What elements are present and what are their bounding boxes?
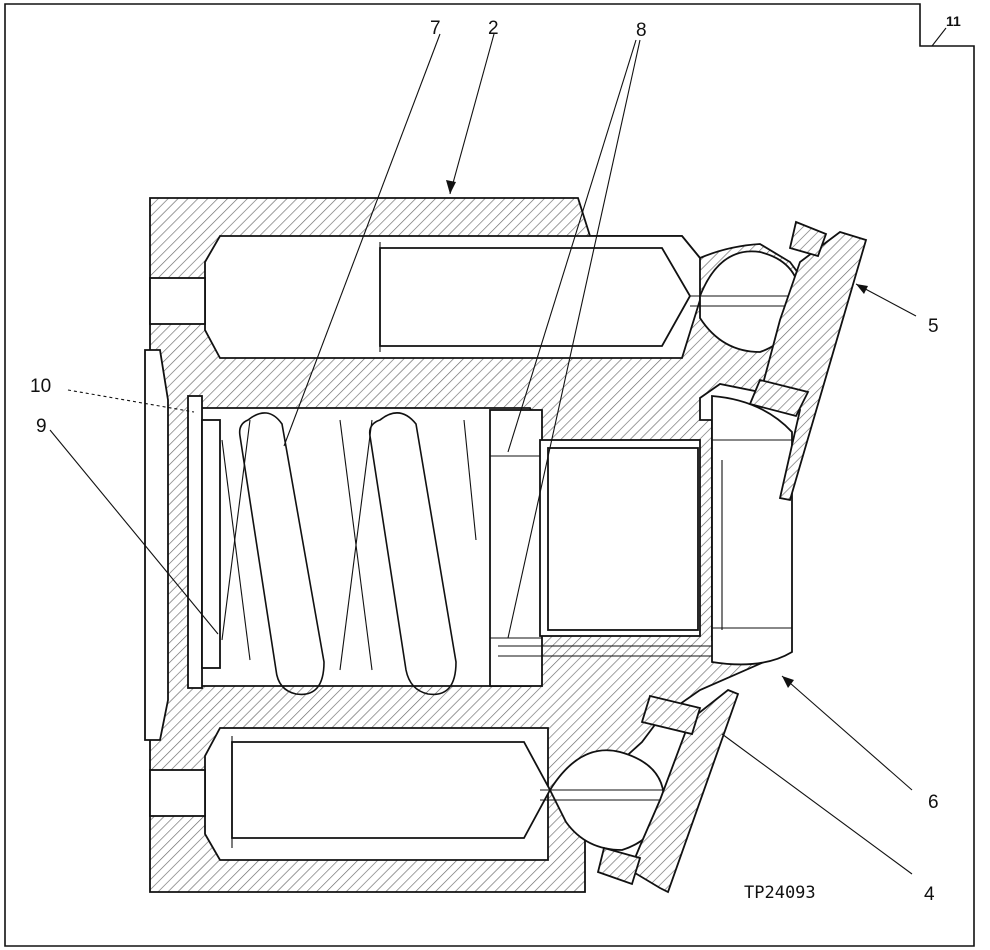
retainer-disc bbox=[187, 395, 203, 689]
upper-piston bbox=[379, 247, 692, 347]
shoe-retainer-upper-2 bbox=[748, 378, 810, 418]
lower-piston bbox=[231, 741, 552, 839]
callout-5: 5 bbox=[928, 316, 939, 337]
callout-2: 2 bbox=[488, 18, 499, 39]
callout-7: 7 bbox=[430, 18, 441, 39]
barrel-ring bbox=[711, 395, 793, 666]
spline-hub-inner bbox=[547, 447, 699, 631]
callout-11: 11 bbox=[946, 13, 961, 29]
callout-8: 8 bbox=[636, 20, 647, 41]
front-cover bbox=[144, 349, 169, 741]
spring bbox=[221, 412, 477, 696]
callout-6: 6 bbox=[928, 792, 939, 813]
retainer-plate bbox=[201, 419, 221, 669]
drawing-border bbox=[4, 3, 975, 947]
leader-lines bbox=[49, 27, 947, 875]
spring-seat bbox=[489, 409, 543, 687]
callout-9: 9 bbox=[36, 416, 47, 437]
shoe-retainer-lower-2 bbox=[596, 846, 642, 886]
callout-10: 10 bbox=[30, 376, 51, 397]
figure-code: TP24093 bbox=[744, 883, 816, 903]
shoe-retainer-upper bbox=[788, 220, 828, 258]
lower-port bbox=[149, 769, 206, 817]
callout-4: 4 bbox=[924, 884, 935, 905]
upper-port bbox=[149, 277, 206, 325]
shoe-retainer-lower bbox=[640, 694, 702, 736]
